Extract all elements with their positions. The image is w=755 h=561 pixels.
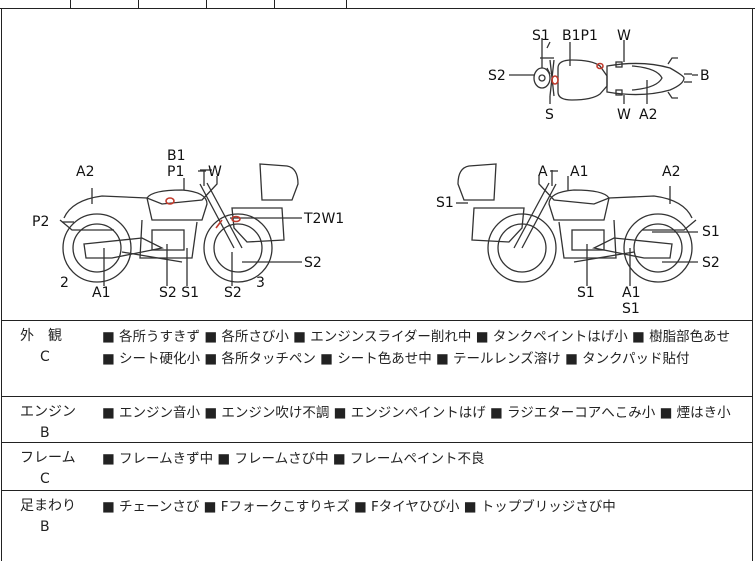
label-top-s1: S1	[532, 28, 550, 44]
header-cell	[0, 0, 71, 8]
label-right-s2: S2	[702, 255, 720, 271]
section-category: 足まわり B	[20, 496, 76, 538]
label-top-b: B	[700, 68, 710, 84]
section-items: ■ フレームきず中 ■ フレームさび中 ■ フレームペイント不良	[102, 448, 485, 470]
label-right-a2: A2	[662, 164, 680, 180]
label-left-s2-bottom: S2	[224, 285, 242, 301]
category-name: フレーム	[20, 450, 76, 466]
section-frame: フレーム C ■ フレームきず中 ■ フレームさび中 ■ フレームペイント不良	[1, 443, 753, 491]
section-category: エンジン B	[20, 402, 76, 444]
label-left-3: 3	[256, 275, 265, 291]
label-left-s2-right: S2	[304, 255, 322, 271]
label-left-2: 2	[60, 275, 69, 291]
label-right-s1-right: S1	[702, 224, 720, 240]
section-items: ■ 各所うすきず ■ 各所さび小 ■ エンジンスライダー削れ中 ■ タンクペイン…	[102, 326, 730, 370]
label-top-w-bottom: W	[617, 107, 631, 123]
label-right-a1: A1	[570, 164, 588, 180]
label-left-a1: A1	[92, 285, 110, 301]
left-view-motorcycle	[59, 163, 302, 286]
label-right-s1-bottom2: S1	[622, 301, 640, 317]
damage-marks	[165, 62, 604, 229]
section-suspension: 足まわり B ■ チェーンさび ■ Fフォークこすりキズ ■ Fタイヤひび小 ■…	[1, 491, 753, 561]
category-grade: B	[40, 425, 50, 441]
section-category: フレーム C	[20, 448, 76, 490]
label-top-s: S	[545, 107, 554, 123]
label-top-b1p1: B1P1	[562, 28, 598, 44]
label-left-p1: P1	[167, 164, 184, 180]
section-items: ■ チェーンさび ■ Fフォークこすりキズ ■ Fタイヤひび小 ■ トップブリッ…	[102, 496, 616, 518]
section-category: 外 観 C	[20, 326, 62, 368]
label-right-a1-bottom: A1	[622, 285, 640, 301]
label-right-s1-left: S1	[436, 195, 454, 211]
label-top-a2: A2	[639, 107, 657, 123]
item-line: ■ 各所うすきず ■ 各所さび小 ■ エンジンスライダー削れ中 ■ タンクペイン…	[102, 329, 731, 345]
right-view-motorcycle	[456, 163, 698, 286]
item-line: ■ フレームきず中 ■ フレームさび中 ■ フレームペイント不良	[102, 451, 485, 467]
motorcycle-diagram-svg: S1 B1P1 W S2 B S W A2 B1 P1 W A2 P2 T2W1…	[32, 28, 720, 317]
section-items: ■ エンジン音小 ■ エンジン吹け不調 ■ エンジンペイントはげ ■ ラジエター…	[102, 402, 731, 424]
category-grade: B	[40, 519, 50, 535]
label-left-s2s1: S2 S1	[159, 285, 199, 301]
section-exterior: 外 観 C ■ 各所うすきず ■ 各所さび小 ■ エンジンスライダー削れ中 ■ …	[1, 321, 753, 397]
header-cell	[138, 0, 207, 8]
header-cell	[70, 0, 139, 8]
label-left-b1: B1	[167, 148, 186, 164]
label-left-p2: P2	[32, 214, 49, 230]
category-name: エンジン	[20, 404, 76, 420]
item-line: ■ シート硬化小 ■ 各所タッチペン ■ シート色あせ中 ■ テールレンズ溶け …	[102, 351, 690, 367]
label-right-a: A	[538, 164, 548, 180]
item-line: ■ チェーンさび ■ Fフォークこすりキズ ■ Fタイヤひび小 ■ トップブリッ…	[102, 499, 616, 515]
label-left-w: W	[208, 164, 222, 180]
section-engine: エンジン B ■ エンジン音小 ■ エンジン吹け不調 ■ エンジンペイントはげ …	[1, 397, 753, 443]
label-left-t2w1: T2W1	[303, 211, 344, 227]
damage-diagram: S1 B1P1 W S2 B S W A2 B1 P1 W A2 P2 T2W1…	[1, 8, 753, 321]
category-grade: C	[40, 471, 50, 487]
header-table-strip	[0, 0, 755, 9]
category-name: 外 観	[20, 328, 62, 344]
label-top-w: W	[617, 28, 631, 44]
label-left-a2: A2	[76, 164, 94, 180]
header-cell	[274, 0, 347, 8]
category-grade: C	[40, 349, 50, 365]
top-view-motorcycle	[509, 38, 698, 104]
category-name: 足まわり	[20, 498, 76, 514]
header-cell	[206, 0, 275, 8]
item-line: ■ エンジン音小 ■ エンジン吹け不調 ■ エンジンペイントはげ ■ ラジエター…	[102, 405, 731, 421]
label-top-s2: S2	[488, 68, 506, 84]
label-right-s1-bottom: S1	[577, 285, 595, 301]
